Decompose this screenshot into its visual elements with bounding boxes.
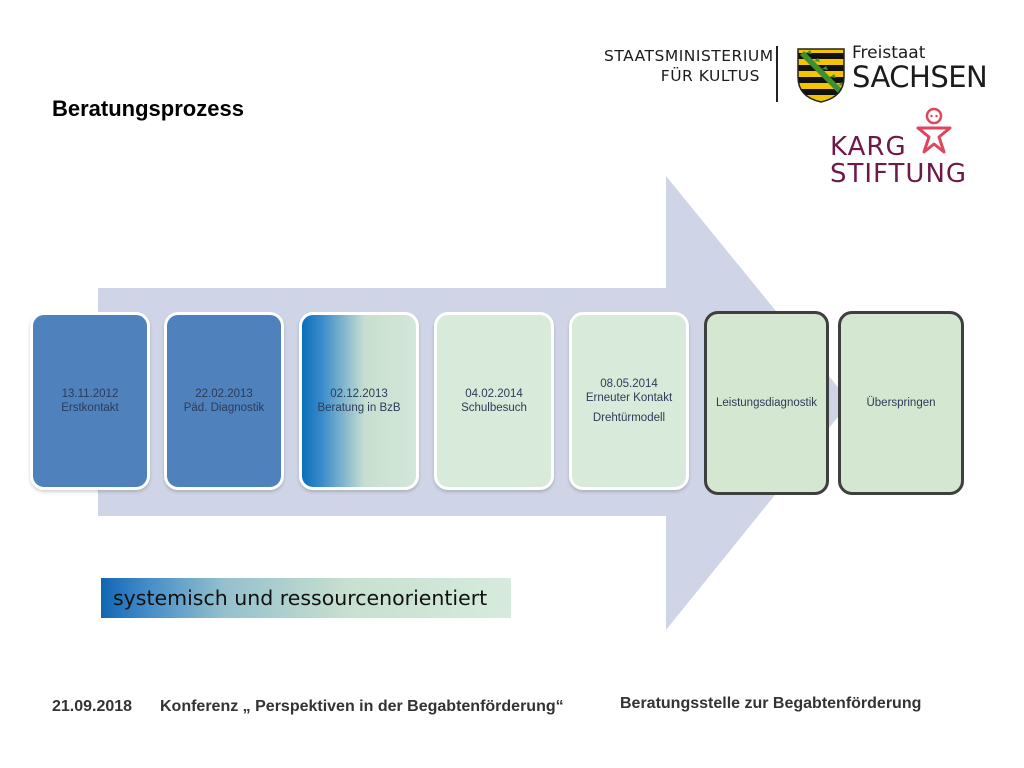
- sachsen-logo-text: Freistaat SACHSEN: [852, 43, 988, 94]
- ministry-line-1: STAATSMINISTERIUM: [604, 47, 774, 65]
- sachsen-line-2: SACHSEN: [852, 60, 988, 94]
- process-step-schulbesuch: 04.02.2014 Schulbesuch: [434, 312, 554, 490]
- saxony-coat-of-arms-icon: [797, 48, 845, 103]
- systemic-banner: systemisch und ressourcenorientiert: [101, 578, 511, 618]
- step-label: Schulbesuch: [461, 402, 527, 414]
- sachsen-line-1: Freistaat: [852, 43, 926, 63]
- step-date: 02.12.2013: [330, 388, 388, 400]
- process-step-erstkontakt: 13.11.2012 Erstkontakt: [30, 312, 150, 490]
- step-date: 22.02.2013: [195, 388, 253, 400]
- step-date: 04.02.2014: [465, 388, 523, 400]
- ministry-logo-text: STAATSMINISTERIUM FÜR KULTUS: [604, 46, 774, 86]
- step-label: Päd. Diagnostik: [183, 402, 265, 414]
- karg-stiftung-logo: KARG STIFTUNG: [830, 106, 970, 192]
- process-step-erneuter-kontakt: 08.05.2014 Erneuter Kontakt Drehtürmodel…: [569, 312, 689, 490]
- process-step-ueberspringen: Überspringen: [838, 311, 964, 495]
- karg-logo-text: KARG STIFTUNG: [830, 134, 967, 188]
- ministry-line-2: FÜR KULTUS: [660, 67, 760, 85]
- step-label: Erstkontakt: [61, 402, 119, 414]
- karg-line-2: STIFTUNG: [830, 159, 968, 189]
- step-label: Erneuter Kontakt: [585, 392, 673, 404]
- step-date: 13.11.2012: [61, 388, 119, 400]
- process-step-paed-diagnostik: 22.02.2013 Päd. Diagnostik: [164, 312, 284, 490]
- process-step-beratung-bzb: 02.12.2013 Beratung in BzB: [299, 312, 419, 490]
- step-date: 08.05.2014: [600, 378, 658, 390]
- footer-date: 21.09.2018: [52, 698, 133, 715]
- logo-divider: [776, 46, 778, 102]
- banner-text: systemisch und ressourcenorientiert: [113, 586, 488, 610]
- step-extra: Drehtürmodell: [592, 412, 666, 424]
- page-title: Beratungsprozess: [52, 96, 244, 121]
- step-label: Leistungsdiagnostik: [715, 397, 817, 409]
- footer-conference: Konferenz „ Perspektiven in der Begabten…: [160, 698, 564, 715]
- step-label: Überspringen: [866, 397, 936, 409]
- karg-line-1: KARG: [830, 132, 907, 162]
- step-label: Beratung in BzB: [317, 402, 401, 414]
- karg-star-figure-icon: [916, 107, 952, 154]
- footer-organization: Beratungsstelle zur Begabtenförderung: [620, 695, 922, 712]
- process-step-leistungsdiagnostik: Leistungsdiagnostik: [704, 311, 829, 495]
